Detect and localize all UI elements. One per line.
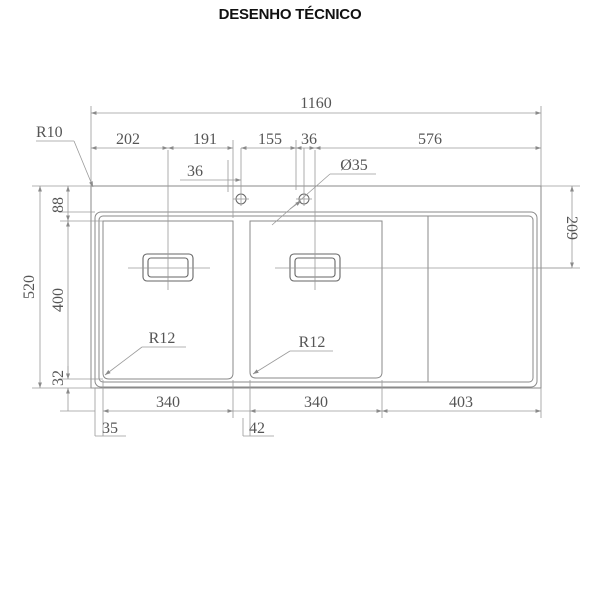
dim-segment-bowl1: 191 <box>193 131 217 148</box>
dim-hole-diameter: Ø35 <box>340 157 368 174</box>
dim-bowl2-width: 340 <box>304 394 328 411</box>
dim-bowl1-radius: R12 <box>149 330 176 347</box>
center-lines <box>128 148 572 290</box>
dim-segment-hole: 36 <box>301 131 317 148</box>
dim-segment-left: 202 <box>116 131 140 148</box>
dim-segment-drainer: 576 <box>418 131 442 148</box>
dim-overall-depth: 520 <box>21 275 38 299</box>
dim-bowl-gap: 42 <box>249 420 265 437</box>
dim-drainer-width: 403 <box>449 394 473 411</box>
sink-outline <box>90 185 542 389</box>
dim-bowl1-width: 340 <box>156 394 180 411</box>
page-title: DESENHO TÉCNICO <box>218 6 362 23</box>
sink-rim-inner <box>98 215 534 383</box>
dim-segment-gap: 155 <box>258 131 282 148</box>
dim-bowl2-radius: R12 <box>299 334 326 351</box>
dim-left-margin: 35 <box>102 420 118 437</box>
dim-back-edge: 88 <box>50 197 67 213</box>
bowl-right <box>249 220 383 379</box>
dim-hole-offset: 36 <box>187 163 203 180</box>
sink-rim-outer <box>94 211 538 388</box>
dim-overall-width: 1160 <box>300 95 331 112</box>
dim-drainer-depth: 209 <box>563 216 580 240</box>
bowl-left <box>102 220 234 380</box>
dim-bowl-depth: 400 <box>50 288 67 312</box>
dim-corner-radius: R10 <box>36 124 63 141</box>
dim-front-edge: 32 <box>50 370 67 386</box>
